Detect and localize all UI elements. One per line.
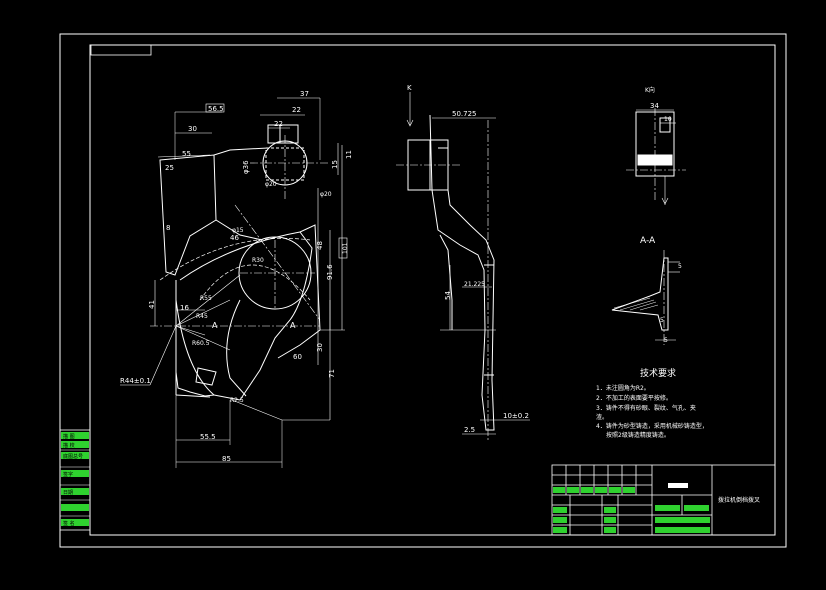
dim-phi15: φ15 <box>232 227 244 234</box>
dim-22a: 22 <box>292 106 301 114</box>
cut-label-right: A <box>290 321 296 330</box>
dim-55-5: 55.5 <box>200 433 216 441</box>
section-label: A-A <box>640 236 656 246</box>
dim-22b: 22 <box>274 120 283 128</box>
dim-54: 54 <box>444 291 452 300</box>
dim-r44: R44±0.1 <box>120 377 151 385</box>
dim-101: 101 <box>342 242 349 254</box>
top-left-label-box <box>90 44 152 56</box>
dim-21-225: 21.225 <box>464 281 485 288</box>
dim-r30: R30 <box>252 257 264 264</box>
dim-37: 37 <box>300 90 309 98</box>
dim-sec-5b: 5 <box>660 317 664 324</box>
title-block <box>551 464 776 536</box>
dim-85: 85 <box>222 455 231 463</box>
dim-55: 55 <box>182 150 191 158</box>
left-label-4: 签字 <box>63 471 73 478</box>
dim-25: 25 <box>165 164 174 172</box>
dim-r2-5: R2.5 <box>230 397 244 404</box>
side-view <box>396 92 530 440</box>
dim-30v: 30 <box>316 343 324 352</box>
outer-frame <box>59 33 787 548</box>
left-label-5: 日期 <box>63 490 73 496</box>
technical-requirements: 技术要求 1．未注圆角为R2。 2．不加工的表面要平按修。 3．铸件不得有砂眼、… <box>596 367 708 439</box>
section-dimensions: A-A 5 5 5 <box>640 236 682 344</box>
dim-48: 48 <box>316 241 324 250</box>
tech-item-6: 按照2级铸造精度铸造。 <box>606 431 670 439</box>
tech-item-2: 2．不加工的表面要平按修。 <box>596 394 672 402</box>
section-a-a <box>611 250 680 345</box>
side-view-dimensions: K 50.725 54 21.225 10±0.2 2.5 <box>407 84 529 434</box>
front-view-dimensions: 56.5 37 22 22 30 55 25 8 φ36 15 11 φ20 φ… <box>120 90 353 463</box>
cut-label-left: A <box>212 321 218 330</box>
dim-r45: R45 <box>196 313 208 320</box>
dim-46: 46 <box>230 234 239 242</box>
dim-phi20b: φ20 <box>320 191 332 198</box>
k-view-dimensions: K向 34 10 <box>645 86 672 123</box>
dim-41: 41 <box>148 300 156 309</box>
dim-phi36: φ36 <box>242 160 250 174</box>
left-label-3: 底图总号 <box>63 453 83 460</box>
dim-phi20a: φ20 <box>265 181 277 188</box>
tech-title: 技术要求 <box>640 367 676 379</box>
dim-16: 16 <box>180 304 189 312</box>
tech-item-3: 3．铸件不得有砂眼、裂纹、气孔、夹 <box>596 404 696 412</box>
dim-k-10: 10 <box>664 116 672 123</box>
inner-frame <box>89 44 776 536</box>
dim-sec-5c: 5 <box>664 337 668 344</box>
dim-r55: R55 <box>200 295 212 302</box>
part-name: 拨拉机倒档拨叉 <box>718 496 760 504</box>
dim-30: 30 <box>188 125 197 133</box>
dim-r60-5: R60.5 <box>192 340 210 347</box>
dim-r11: 11 <box>345 150 353 159</box>
tech-item-1: 1．未注圆角为R2。 <box>596 384 650 392</box>
dim-2-5: 2.5 <box>464 426 475 434</box>
dim-r15: 15 <box>331 160 339 169</box>
left-label-2: 描 校 <box>63 442 75 449</box>
dim-71: 71 <box>328 369 336 378</box>
dim-10: 10±0.2 <box>503 412 529 420</box>
dim-91-6: 91.6 <box>326 264 334 280</box>
left-label-6: 签 名 <box>63 520 75 527</box>
dim-k-34: 34 <box>650 102 659 110</box>
front-view <box>120 97 345 468</box>
view-label-kdir: K向 <box>645 86 655 94</box>
dim-8: 8 <box>166 224 170 232</box>
tech-item-5: 4．铸件为砂型铸造，采用机械砂铸造型， <box>596 422 708 430</box>
left-label-1: 描 图 <box>63 433 75 440</box>
dim-50-725: 50.725 <box>452 110 477 118</box>
left-signature-column: 描 图 描 校 底图总号 签字 日期 签 名 <box>59 429 91 531</box>
dim-60: 60 <box>293 353 302 361</box>
dim-top-box: 56.5 <box>208 105 224 113</box>
title-block-fills <box>553 483 710 533</box>
k-direction-view <box>626 108 686 205</box>
tech-item-4: 渣。 <box>596 413 608 421</box>
dim-sec-5a: 5 <box>678 263 682 270</box>
view-label-k: K <box>407 84 412 92</box>
